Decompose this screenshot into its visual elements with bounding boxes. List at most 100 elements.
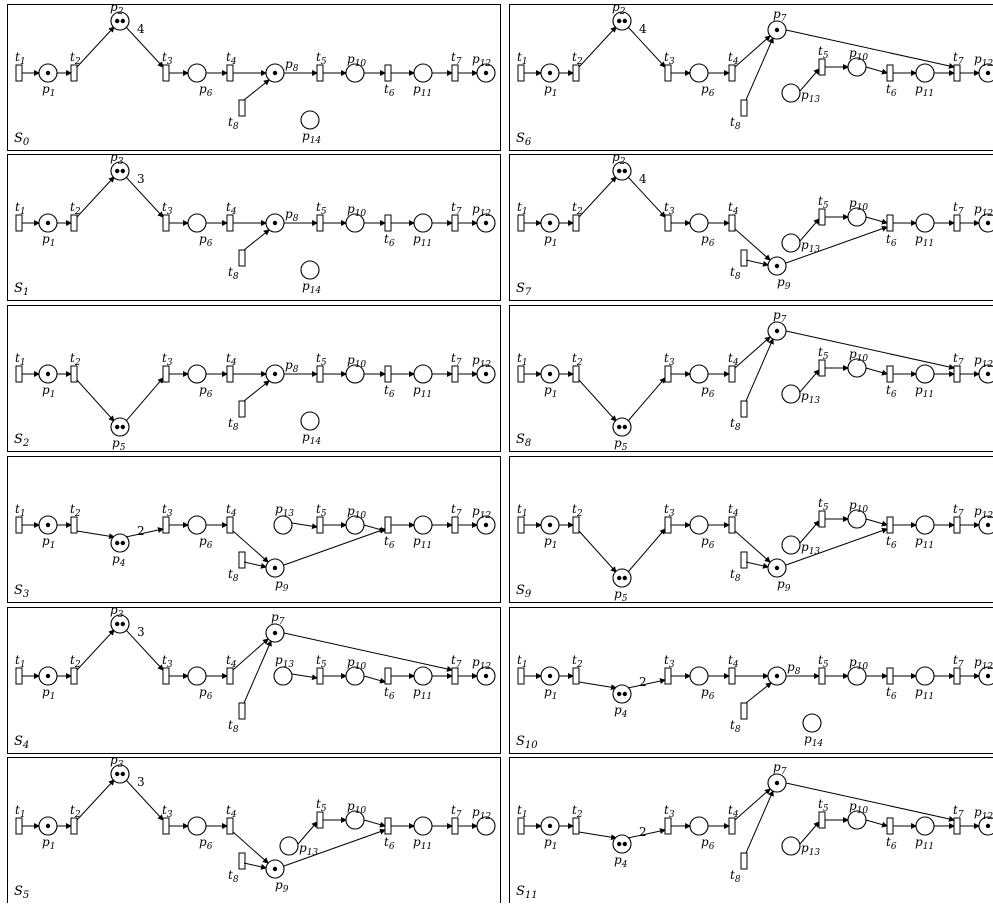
transition-t2 (573, 366, 579, 382)
place-p9-token (273, 867, 277, 871)
place-p11 (916, 214, 934, 232)
arc (746, 339, 773, 401)
arc (746, 260, 768, 265)
place-p13 (782, 234, 800, 252)
label-p8: p8 (787, 660, 801, 677)
arc (284, 633, 452, 670)
label-p11: p11 (915, 534, 934, 551)
state-label: S9 (516, 583, 532, 600)
transition-t7 (954, 65, 960, 81)
transition-t4 (729, 668, 735, 684)
transition-t2 (573, 517, 579, 533)
arc-weight: 2 (639, 825, 647, 839)
label-t6: t6 (886, 835, 897, 852)
transition-t8 (239, 552, 245, 568)
label-p9: p9 (777, 275, 791, 292)
label-p4: p4 (112, 552, 126, 569)
place-p11 (414, 365, 432, 383)
label-t5: t5 (316, 653, 327, 670)
label-t6: t6 (886, 232, 897, 249)
transition-t1 (16, 818, 22, 834)
transition-t3 (163, 366, 169, 382)
place-p7-token (775, 28, 779, 32)
label-t1: t1 (517, 200, 528, 217)
arc (233, 832, 268, 863)
place-p12-token (986, 221, 990, 225)
transition-t5 (317, 366, 323, 382)
label-p5: p5 (614, 587, 628, 604)
transition-t7 (452, 668, 458, 684)
label-t3: t3 (664, 502, 675, 519)
place-p5-token (617, 425, 621, 429)
transition-t2 (71, 818, 77, 834)
place-p12-token (986, 824, 990, 828)
place-p12-token (986, 523, 990, 527)
label-t7: t7 (953, 200, 964, 217)
transition-t4 (729, 215, 735, 231)
place-p3-token (121, 772, 125, 776)
transition-t2 (71, 366, 77, 382)
transition-t4 (227, 366, 233, 382)
label-p6: p6 (701, 835, 715, 852)
label-p6: p6 (199, 232, 213, 249)
place-p14 (301, 111, 319, 129)
label-t6: t6 (384, 835, 395, 852)
label-t2: t2 (572, 502, 583, 519)
label-p1: p1 (42, 232, 55, 249)
transition-t8 (741, 703, 747, 719)
transition-t5 (317, 65, 323, 81)
place-p4-token (623, 692, 627, 696)
transition-t6 (887, 818, 893, 834)
label-t1: t1 (15, 200, 26, 217)
label-t5: t5 (316, 797, 327, 814)
transition-t3 (163, 517, 169, 533)
label-p12: p12 (974, 805, 993, 822)
label-p11: p11 (915, 835, 934, 852)
transition-t8 (741, 250, 747, 266)
label-t3: t3 (162, 653, 173, 670)
label-p11: p11 (915, 82, 934, 99)
place-p3-token (115, 622, 119, 626)
label-t6: t6 (384, 383, 395, 400)
label-t8: t8 (228, 416, 239, 433)
transition-t3 (163, 65, 169, 81)
label-p12: p12 (472, 504, 491, 521)
place-p14 (301, 412, 319, 430)
place-p1-token (548, 221, 552, 225)
place-p12-token (484, 221, 488, 225)
place-p6 (690, 365, 708, 383)
place-p8-token (273, 372, 277, 376)
label-p11: p11 (413, 383, 432, 400)
place-p11 (916, 365, 934, 383)
label-p1: p1 (42, 383, 55, 400)
label-p9: p9 (777, 577, 791, 594)
arc (77, 380, 114, 421)
transition-t3 (665, 818, 671, 834)
arc (786, 331, 954, 368)
transition-t2 (573, 215, 579, 231)
label-t1: t1 (517, 502, 528, 519)
label-t8: t8 (730, 567, 741, 584)
label-p6: p6 (701, 685, 715, 702)
state-label: S10 (516, 734, 538, 751)
transition-t6 (385, 668, 391, 684)
arc (579, 531, 616, 572)
transition-t5 (317, 668, 323, 684)
label-p6: p6 (701, 232, 715, 249)
state-label: S11 (516, 884, 538, 901)
transition-t7 (954, 215, 960, 231)
transition-t3 (665, 517, 671, 533)
place-p13 (782, 84, 800, 102)
place-p11 (414, 817, 432, 835)
arc (746, 683, 771, 703)
arc (244, 80, 269, 100)
place-p11 (916, 667, 934, 685)
state-label: S1 (14, 281, 29, 298)
place-p6 (188, 365, 206, 383)
